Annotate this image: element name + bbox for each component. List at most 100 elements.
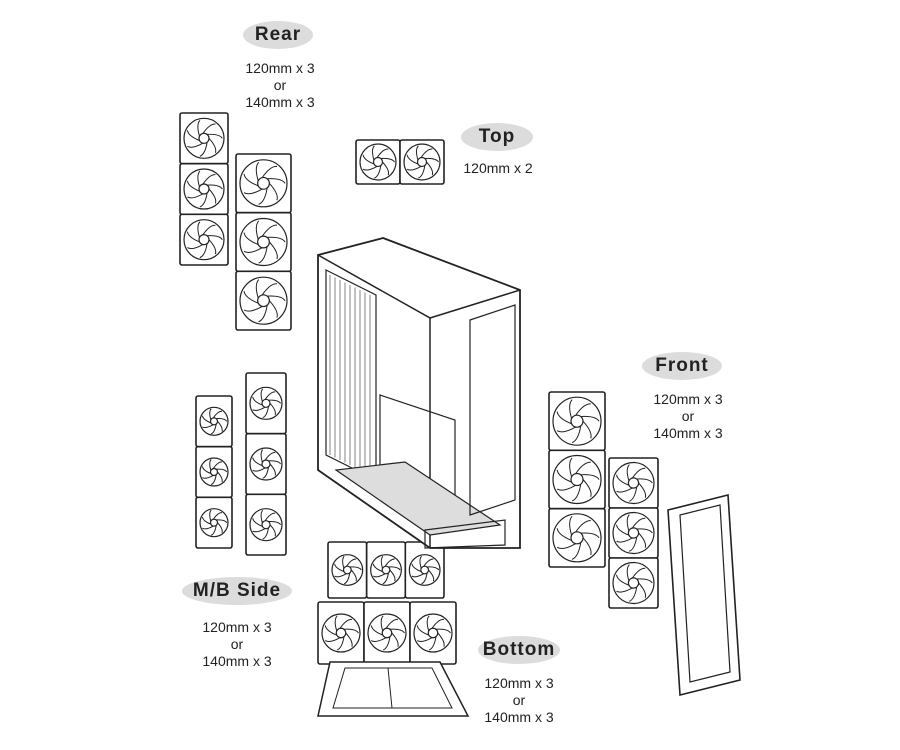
fan-blade bbox=[186, 231, 200, 243]
fan-blade bbox=[258, 305, 268, 323]
fan-blade bbox=[210, 474, 217, 486]
fan-blade bbox=[420, 148, 433, 158]
fan-blade bbox=[207, 133, 223, 139]
fan-hub bbox=[209, 467, 219, 477]
fan-hub bbox=[198, 183, 210, 195]
bottom-fan-icon bbox=[409, 601, 457, 665]
fan-blade bbox=[264, 391, 276, 400]
fan-ring bbox=[367, 613, 407, 653]
fan-ring bbox=[321, 613, 361, 653]
fan-blade bbox=[376, 148, 389, 158]
fan-blade bbox=[389, 628, 405, 634]
fan-blade bbox=[371, 145, 375, 161]
mb-side-fan-icon bbox=[245, 493, 287, 556]
bottom-spec-line3: 140mm x 3 bbox=[484, 709, 554, 725]
fan-blade bbox=[428, 636, 437, 651]
fan-blade bbox=[556, 543, 576, 549]
fan-blade bbox=[243, 305, 263, 312]
top-spec: 120mm x 2 bbox=[438, 160, 558, 177]
fan-blade bbox=[638, 582, 647, 598]
fan-blade bbox=[208, 137, 217, 153]
fan-blade bbox=[252, 457, 263, 467]
fan-hub bbox=[209, 518, 219, 527]
fan-blade bbox=[616, 537, 633, 543]
fan-ring bbox=[408, 554, 441, 586]
fan-hub bbox=[257, 294, 270, 308]
fan-blade bbox=[202, 224, 216, 236]
fan-blade bbox=[334, 563, 345, 573]
rear-fan-icon bbox=[179, 213, 229, 266]
fan-hub bbox=[257, 176, 270, 190]
fan-blade bbox=[260, 388, 264, 402]
fan-blade bbox=[212, 410, 223, 419]
fan-hub bbox=[381, 627, 393, 639]
fan-blade bbox=[616, 574, 630, 586]
fan-ring bbox=[612, 511, 655, 555]
fan-blade bbox=[580, 474, 600, 480]
bottom-spec-line1: 120mm x 3 bbox=[484, 675, 554, 691]
fan-hub bbox=[627, 527, 640, 539]
fan-blade bbox=[406, 165, 422, 171]
fan-hub bbox=[427, 627, 439, 639]
fan-blade bbox=[243, 173, 259, 187]
mb-side-label: M/B Side bbox=[182, 577, 292, 605]
fan-ring bbox=[413, 613, 453, 653]
fan-blade bbox=[556, 528, 572, 541]
fan-blade bbox=[269, 182, 278, 201]
fan-blade bbox=[202, 123, 216, 134]
front-fan-icon bbox=[548, 507, 606, 568]
fan-blade bbox=[258, 246, 268, 264]
fan-blade bbox=[269, 241, 278, 260]
fan-blade bbox=[435, 628, 451, 634]
fan-blade bbox=[569, 399, 573, 419]
fan-blade bbox=[208, 239, 217, 255]
rear-spec-line1: 120mm x 3 bbox=[245, 60, 315, 76]
fan-blade bbox=[638, 482, 647, 498]
fan-blade bbox=[255, 161, 260, 181]
fan-blade bbox=[629, 536, 638, 552]
fan-blade bbox=[389, 569, 396, 582]
fan-blade bbox=[629, 486, 638, 502]
fan-blade bbox=[423, 558, 434, 567]
fan-hub bbox=[261, 398, 271, 408]
fan-blade bbox=[324, 625, 337, 636]
fan-blade bbox=[424, 157, 439, 163]
fan-ring bbox=[403, 143, 441, 181]
fan-blade bbox=[252, 406, 266, 411]
fan-blade bbox=[631, 567, 646, 579]
mb-side-spec: 120mm x 3 or 140mm x 3 bbox=[177, 619, 297, 670]
pc-case-icon bbox=[317, 237, 521, 549]
fan-blade bbox=[349, 566, 362, 571]
fan-hub bbox=[209, 417, 219, 426]
fan-blade bbox=[186, 130, 200, 141]
front-panel-icon bbox=[667, 493, 741, 697]
mb-side-spec-line2: or bbox=[230, 636, 244, 652]
fan-blade bbox=[426, 161, 434, 176]
fan-hub bbox=[627, 477, 640, 489]
fan-blade bbox=[199, 142, 208, 157]
fan-blade bbox=[262, 467, 269, 479]
fan-blade bbox=[345, 632, 353, 647]
fan-blade bbox=[556, 411, 572, 425]
fan-blade bbox=[243, 291, 259, 304]
fan-blade bbox=[336, 636, 345, 651]
fan-blade bbox=[267, 236, 286, 243]
fan-blade bbox=[384, 558, 395, 567]
fan-blade bbox=[631, 467, 646, 479]
fan-blade bbox=[571, 425, 582, 444]
fan-blade bbox=[324, 637, 341, 642]
fan-blade bbox=[187, 142, 204, 148]
fan-hub bbox=[261, 459, 271, 469]
dust-filter-icon bbox=[317, 661, 470, 717]
fan-blade bbox=[382, 161, 390, 176]
top-label: Top bbox=[461, 123, 533, 151]
fan-blade bbox=[428, 569, 435, 582]
filter-frame bbox=[317, 661, 470, 717]
panel-inner bbox=[679, 504, 731, 683]
front-fan-rail bbox=[469, 304, 516, 516]
mb-side-fan-icon bbox=[245, 372, 287, 435]
fan-blade bbox=[202, 474, 214, 479]
fan-hub bbox=[257, 235, 270, 249]
